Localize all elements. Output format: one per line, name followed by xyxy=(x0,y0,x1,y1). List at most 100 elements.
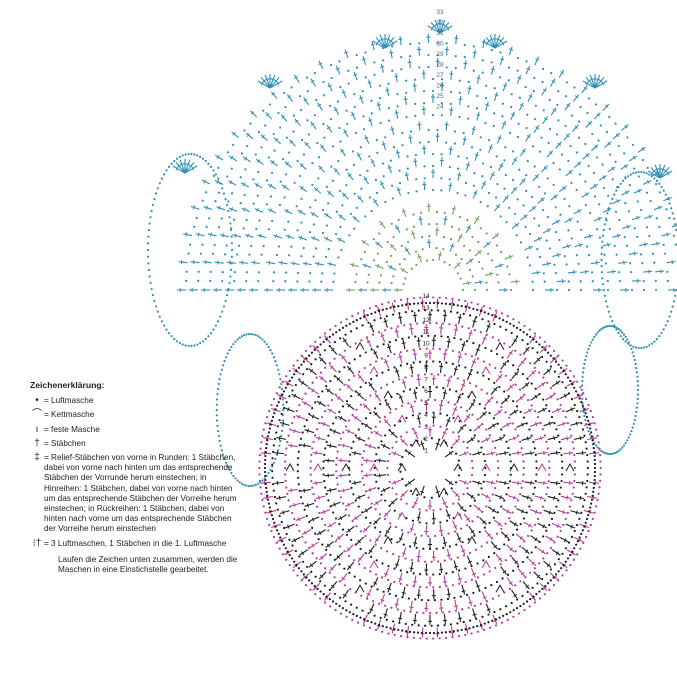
stitch-bar xyxy=(330,347,335,352)
stitch-mark xyxy=(521,495,532,499)
stitch-mark xyxy=(387,582,392,593)
chain-dot xyxy=(528,605,531,608)
chain-dot xyxy=(306,90,309,93)
chain-dot xyxy=(632,172,635,175)
chain-dot xyxy=(658,225,661,229)
stitch-bar xyxy=(549,394,553,399)
stitch-mark xyxy=(485,101,489,111)
chain-dot xyxy=(629,344,632,347)
chain-dot xyxy=(398,181,402,185)
chain-dot xyxy=(602,228,605,232)
stitch-mark xyxy=(612,199,621,205)
legend-note: Laufen die Zeichen unten zusammen, werde… xyxy=(58,554,238,575)
chain-dot xyxy=(655,179,658,183)
chain-dot xyxy=(525,173,528,177)
chain-dot xyxy=(561,466,564,470)
chain-dot xyxy=(421,248,424,251)
chain-dot xyxy=(382,590,385,593)
stitch-mark xyxy=(266,261,276,265)
chain-dot xyxy=(519,410,522,413)
chain-dot xyxy=(309,345,312,348)
chain-dot xyxy=(252,202,255,205)
stitch-mark xyxy=(494,36,505,49)
chain-dot xyxy=(272,280,275,283)
chain-dot xyxy=(447,532,450,535)
chain-dot xyxy=(364,551,367,555)
chain-dot xyxy=(519,353,522,356)
chain-dot xyxy=(439,508,442,511)
chain-dot xyxy=(400,56,403,59)
chain-dot xyxy=(452,431,455,434)
chain-dot xyxy=(487,613,490,616)
chain-dot xyxy=(635,410,638,413)
chain-dot xyxy=(375,559,378,562)
stitch-mark xyxy=(310,211,319,218)
stitch-mark xyxy=(398,353,403,364)
stitch-bar xyxy=(467,372,472,376)
stitch-mark xyxy=(413,82,416,92)
chain-dot xyxy=(387,301,390,304)
chain-dot xyxy=(534,104,538,107)
chain-dot xyxy=(453,142,456,145)
stitch-mark xyxy=(492,311,498,322)
stitch-bar xyxy=(553,356,557,361)
chain-dot xyxy=(409,610,412,613)
chain-dot xyxy=(603,294,606,297)
chain-dot xyxy=(452,303,455,306)
chain-dot xyxy=(245,218,248,222)
chain-dot xyxy=(558,440,561,444)
chain-dot xyxy=(565,81,568,84)
stitch-bar xyxy=(607,242,610,247)
spoke-mark xyxy=(369,559,379,569)
chain-dot xyxy=(518,440,522,443)
chain-dot xyxy=(364,443,368,446)
chain-dot xyxy=(533,523,537,526)
stitch-mark xyxy=(439,21,450,34)
stitch-bar xyxy=(230,207,233,212)
chain-dot xyxy=(467,117,470,120)
round-number: 12 xyxy=(422,317,430,324)
chain-dot xyxy=(335,331,338,334)
chain-dot xyxy=(388,428,391,432)
chain-dot xyxy=(499,325,502,328)
chain-dot xyxy=(411,519,414,522)
stitch-mark xyxy=(276,436,287,440)
chain-dot xyxy=(563,255,566,258)
stitch-bar xyxy=(470,494,474,499)
chain-dot xyxy=(293,181,296,184)
chain-dot xyxy=(608,227,611,230)
chain-dot xyxy=(287,220,290,223)
stitch-mark xyxy=(284,380,294,387)
chain-dot xyxy=(462,131,465,135)
stitch-mark xyxy=(444,478,454,486)
stitch-mark xyxy=(441,429,447,440)
stitch-bar xyxy=(477,250,482,255)
stitch-bar xyxy=(499,164,504,168)
chain-dot xyxy=(422,547,425,550)
chain-dot xyxy=(384,328,387,332)
stitch-mark xyxy=(267,208,277,214)
chain-dot xyxy=(558,168,561,171)
chain-dot xyxy=(577,262,580,265)
chain-dot xyxy=(549,354,552,357)
chain-dot xyxy=(269,468,272,471)
chain-dot xyxy=(495,580,499,584)
chain-dot xyxy=(560,153,564,156)
stitch-mark xyxy=(384,40,398,49)
chain-dot xyxy=(431,258,435,262)
chain-dot xyxy=(298,444,301,447)
round-number: 13 xyxy=(422,305,430,312)
chain-dot xyxy=(619,182,622,185)
chain-dot xyxy=(519,241,523,244)
stitch-bar xyxy=(469,258,473,263)
chain-dot xyxy=(351,413,354,417)
chain-dot xyxy=(590,271,594,274)
chain-dot xyxy=(344,600,347,603)
chain-dot xyxy=(330,63,333,67)
chain-dot xyxy=(485,333,489,336)
chain-dot xyxy=(149,281,152,284)
chain-dot xyxy=(347,514,351,517)
chain-dot xyxy=(175,157,179,160)
chain-dot xyxy=(440,102,443,105)
chain-dot xyxy=(435,386,438,389)
